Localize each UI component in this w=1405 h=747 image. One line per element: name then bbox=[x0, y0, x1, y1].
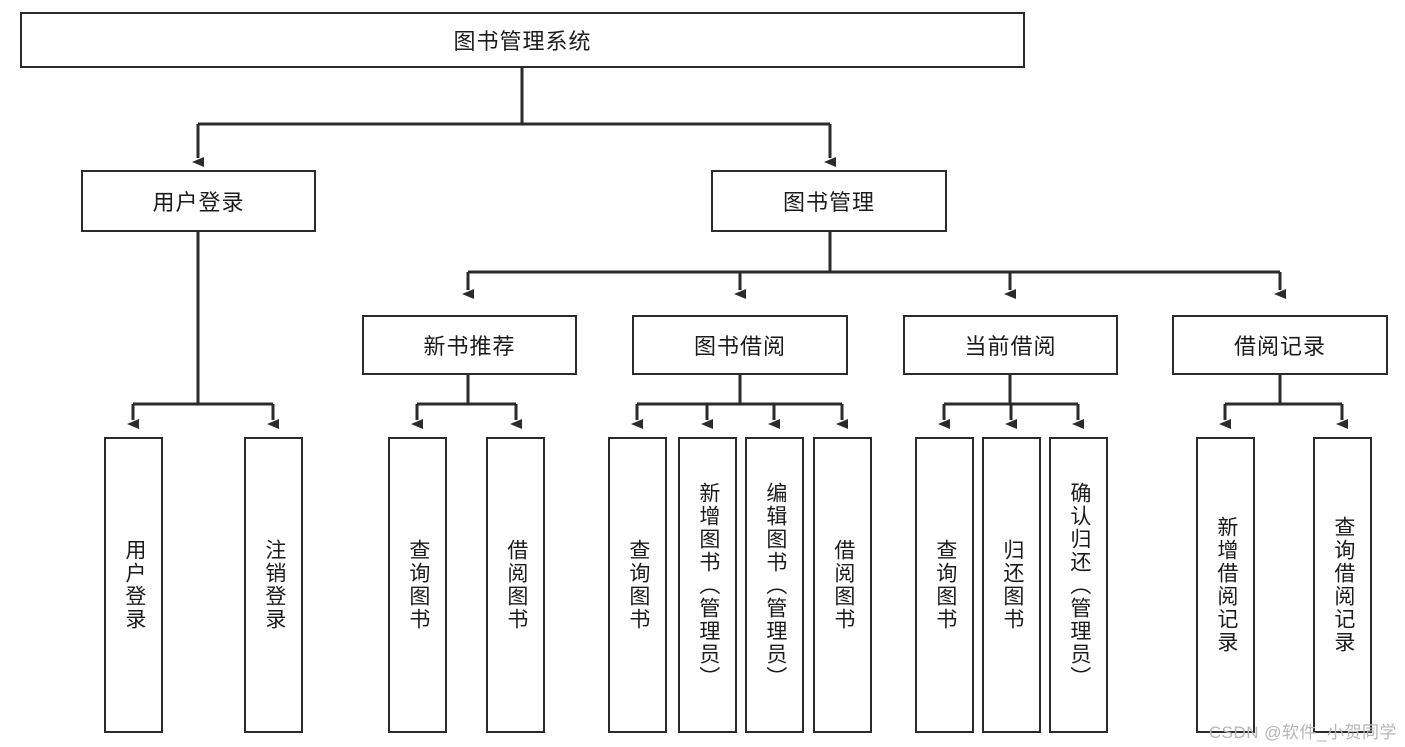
node-leaf-add-book-admin[interactable]: 新增图书（管理员） bbox=[678, 437, 737, 733]
node-leaf-borrow-book-1-label: 借阅图书 bbox=[504, 539, 528, 631]
node-new-book-recommend[interactable]: 新书推荐 bbox=[362, 315, 577, 375]
node-leaf-borrow-book-1[interactable]: 借阅图书 bbox=[486, 437, 545, 733]
node-leaf-query-book-2-label: 查询图书 bbox=[626, 539, 650, 631]
node-root[interactable]: 图书管理系统 bbox=[20, 12, 1025, 68]
node-leaf-query-book-1[interactable]: 查询图书 bbox=[388, 437, 447, 733]
edge-bookmanage-to-level2 bbox=[462, 232, 1286, 299]
edge-borrowrecord-to-leaves bbox=[1219, 375, 1348, 429]
node-root-label: 图书管理系统 bbox=[453, 29, 592, 54]
node-book-borrow-label: 图书借阅 bbox=[693, 334, 786, 359]
node-book-manage-label: 图书管理 bbox=[782, 190, 875, 215]
node-borrow-record-label: 借阅记录 bbox=[1233, 334, 1326, 359]
node-current-borrow-label: 当前借阅 bbox=[964, 334, 1057, 359]
edge-currentborrow-to-leaves bbox=[938, 375, 1084, 429]
node-borrow-record[interactable]: 借阅记录 bbox=[1172, 315, 1388, 375]
node-leaf-query-borrow-record[interactable]: 查询借阅记录 bbox=[1313, 437, 1372, 733]
node-leaf-user-login[interactable]: 用户登录 bbox=[104, 437, 163, 733]
node-leaf-borrow-book-2[interactable]: 借阅图书 bbox=[813, 437, 872, 733]
node-book-borrow[interactable]: 图书借阅 bbox=[632, 315, 848, 375]
edge-newbook-to-leaves bbox=[411, 375, 522, 429]
node-user-login[interactable]: 用户登录 bbox=[81, 170, 316, 232]
node-book-manage[interactable]: 图书管理 bbox=[711, 170, 947, 232]
node-leaf-edit-book-admin-label: 编辑图书（管理员） bbox=[763, 481, 787, 689]
node-leaf-add-borrow-record[interactable]: 新增借阅记录 bbox=[1196, 437, 1255, 733]
node-leaf-return-book-label: 归还图书 bbox=[1000, 539, 1024, 631]
edge-userlogin-to-leaves bbox=[127, 232, 279, 429]
node-leaf-edit-book-admin[interactable]: 编辑图书（管理员） bbox=[745, 437, 804, 733]
node-leaf-borrow-book-2-label: 借阅图书 bbox=[831, 539, 855, 631]
node-leaf-return-book[interactable]: 归还图书 bbox=[982, 437, 1041, 733]
node-leaf-confirm-return-admin[interactable]: 确认归还（管理员） bbox=[1049, 437, 1108, 733]
node-new-book-recommend-label: 新书推荐 bbox=[423, 334, 516, 359]
node-leaf-add-book-admin-label: 新增图书（管理员） bbox=[696, 481, 720, 689]
node-leaf-query-book-2[interactable]: 查询图书 bbox=[608, 437, 667, 733]
node-leaf-query-book-3-label: 查询图书 bbox=[933, 539, 957, 631]
node-leaf-confirm-return-admin-label: 确认归还（管理员） bbox=[1067, 481, 1091, 689]
node-leaf-logout-login[interactable]: 注销登录 bbox=[244, 437, 303, 733]
node-leaf-query-borrow-record-label: 查询借阅记录 bbox=[1331, 516, 1355, 654]
node-leaf-logout-login-label: 注销登录 bbox=[262, 539, 286, 631]
edge-root-to-level1 bbox=[192, 68, 836, 167]
node-user-login-label: 用户登录 bbox=[152, 190, 245, 215]
edge-bookborrow-to-leaves bbox=[631, 375, 848, 429]
node-leaf-query-book-1-label: 查询图书 bbox=[406, 539, 430, 631]
node-leaf-user-login-label: 用户登录 bbox=[122, 539, 146, 631]
node-leaf-add-borrow-record-label: 新增借阅记录 bbox=[1214, 516, 1238, 654]
node-leaf-query-book-3[interactable]: 查询图书 bbox=[915, 437, 974, 733]
node-current-borrow[interactable]: 当前借阅 bbox=[903, 315, 1118, 375]
